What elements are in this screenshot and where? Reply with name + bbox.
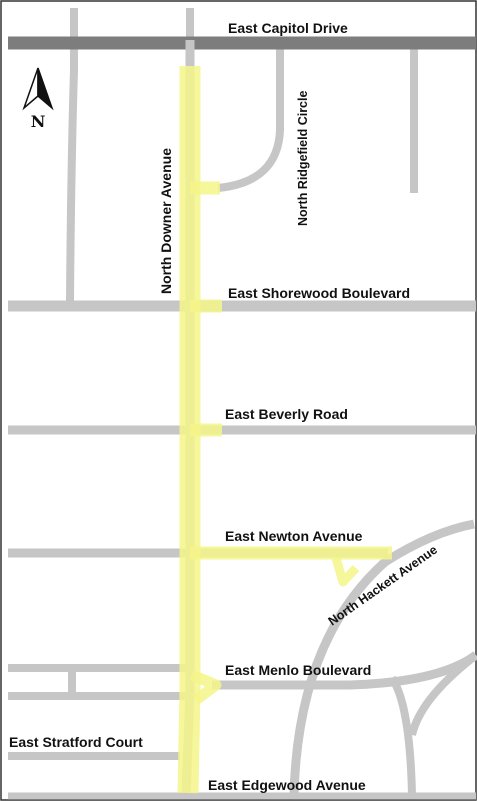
north-arrow: N: [22, 67, 54, 131]
highlight-menlo-spur: [189, 669, 222, 705]
north-arrow-right-half: [37, 67, 54, 111]
label-east-newton-avenue: East Newton Avenue: [225, 528, 363, 544]
label-east-capitol-drive: East Capitol Drive: [228, 20, 348, 36]
north-arrow-left-half: [22, 67, 39, 111]
highlight-north-downer-avenue: [177, 66, 201, 794]
label-north-ridgefield-circle: North Ridgefield Circle: [296, 91, 310, 226]
road-southeast-fork-b: [408, 656, 473, 737]
road-north-hackett-avenue: [289, 519, 475, 796]
label-east-shorewood-boulevard: East Shorewood Boulevard: [228, 285, 410, 301]
minor-roads: [8, 8, 477, 800]
road-southeast-fork-a: [388, 675, 416, 796]
road-left-vertical: [66, 8, 78, 303]
north-label: N: [31, 112, 46, 131]
label-east-menlo-boulevard: East Menlo Boulevard: [225, 662, 371, 678]
label-east-beverly-road: East Beverly Road: [225, 406, 348, 422]
road-north-ridgefield-circle: [217, 40, 284, 192]
highlight-hackett-spur: [331, 556, 360, 587]
label-east-stratford-court: East Stratford Court: [9, 734, 143, 750]
highlighted-route: [177, 66, 392, 794]
label-east-edgewood-avenue: East Edgewood Avenue: [208, 777, 366, 793]
label-north-downer-avenue: North Downer Avenue: [158, 148, 174, 294]
